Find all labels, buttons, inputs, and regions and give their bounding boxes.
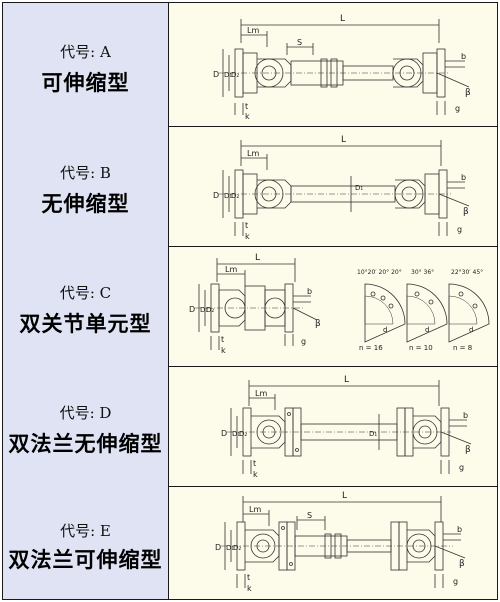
row-type-d: 代号: D 双法兰无伸缩型 L Lm D₁ — [3, 366, 497, 487]
type-code: 代号: A — [60, 43, 111, 61]
dim-Lm: Lm — [225, 265, 237, 274]
dim-D2: D₂ — [206, 306, 214, 314]
dim-b: b — [461, 52, 466, 61]
dim-D: D — [221, 429, 227, 438]
row-label-cell: 代号: A 可伸缩型 — [3, 3, 169, 126]
flange-detail-n8: 22°30′ 45° d n = 8 — [448, 269, 490, 352]
dim-S: S — [307, 511, 312, 520]
dim-k: k — [247, 584, 252, 593]
drawing-type-d: L Lm D₁ D D₁ D₂ t — [169, 366, 497, 486]
angle-beta: β — [315, 319, 321, 329]
dim-g: g — [301, 337, 306, 346]
angle-beta: β — [459, 559, 465, 569]
row-type-e: 代号: E 双法兰可伸缩型 L Lm S — [3, 486, 497, 599]
dim-b: b — [307, 287, 312, 296]
type-code: 代号: B — [60, 164, 111, 182]
dim-k: k — [245, 232, 250, 241]
flange-detail-n16: 10°20′ 20° 20° d n = 16 — [357, 269, 406, 352]
flange-count: n = 10 — [409, 344, 433, 352]
dim-g: g — [459, 463, 464, 472]
dim-Lm: Lm — [247, 26, 259, 35]
type-code: 代号: E — [60, 522, 111, 540]
row-type-a: 代号: A 可伸缩型 L Lm S — [3, 3, 497, 127]
row-type-c: 代号: C 双关节单元型 L Lm D D₁ D₂ — [3, 246, 497, 367]
dim-L: L — [255, 253, 260, 263]
dim-b: b — [463, 411, 468, 420]
type-code: 代号: D — [59, 404, 112, 422]
dim-t: t — [245, 102, 248, 111]
drawing-type-c: L Lm D D₁ D₂ t k b — [169, 246, 497, 366]
dim-D: D — [189, 305, 195, 314]
dim-Dcenter: D₁ — [369, 430, 377, 438]
flange-hole-d: d — [469, 326, 473, 334]
dim-Lm: Lm — [249, 505, 261, 514]
dim-b: b — [461, 173, 466, 182]
drawing-type-a: L Lm S — [169, 3, 497, 126]
row-label-cell: 代号: B 无伸缩型 — [3, 126, 169, 246]
row-label-cell: 代号: E 双法兰可伸缩型 — [3, 486, 169, 599]
row-label-cell: 代号: D 双法兰无伸缩型 — [3, 366, 169, 486]
angle-beta: β — [463, 207, 469, 217]
dim-g: g — [457, 225, 462, 234]
drawing-type-e: L Lm S D D₁ D₂ — [169, 486, 497, 599]
type-name: 双关节单元型 — [19, 312, 152, 336]
type-name: 双法兰无伸缩型 — [8, 432, 163, 456]
dim-D: D — [213, 191, 219, 200]
drawing-type-b: L Lm D₁ D D₁ D₂ t k — [169, 126, 497, 246]
dim-t: t — [253, 459, 256, 468]
flange-detail-n10: 30° 36° d n = 10 — [406, 269, 448, 352]
dim-D1: D₁ — [224, 192, 232, 200]
dim-L: L — [342, 491, 347, 501]
angle-beta: β — [465, 88, 471, 98]
dim-D1: D₁ — [200, 306, 208, 314]
dim-t: t — [245, 221, 248, 230]
type-name: 可伸缩型 — [41, 71, 130, 95]
dim-L: L — [341, 135, 346, 145]
dim-g: g — [453, 577, 458, 586]
flange-angles: 30° 36° — [411, 269, 434, 276]
dim-D2: D₂ — [233, 544, 241, 552]
dim-D2: D₂ — [231, 192, 239, 200]
dim-S: S — [297, 38, 302, 47]
dim-D2: D₂ — [239, 430, 247, 438]
flange-angles: 10°20′ 20° 20° — [357, 269, 402, 276]
type-name: 双法兰可伸缩型 — [8, 548, 163, 572]
row-label-cell: 代号: C 双关节单元型 — [3, 246, 169, 366]
dim-Dcenter: D₁ — [355, 184, 363, 192]
flange-angles: 22°30′ 45° — [451, 269, 483, 276]
angle-beta: β — [465, 445, 471, 455]
dim-k: k — [221, 346, 226, 355]
dim-Lm: Lm — [255, 389, 267, 398]
dim-g: g — [455, 104, 460, 113]
dim-D: D — [215, 543, 221, 552]
flange-count: n = 16 — [359, 344, 383, 352]
dim-t: t — [247, 573, 250, 582]
dim-k: k — [253, 470, 258, 479]
flange-count: n = 8 — [453, 344, 472, 352]
flange-hole-d: d — [425, 326, 429, 334]
dim-L: L — [340, 14, 345, 24]
dim-b: b — [457, 525, 462, 534]
dim-D1: D₁ — [232, 430, 240, 438]
dim-D2: D₂ — [231, 71, 239, 79]
dim-t: t — [221, 335, 224, 344]
row-type-b: 代号: B 无伸缩型 L Lm D₁ D — [3, 126, 497, 247]
dim-D1: D₁ — [226, 544, 234, 552]
dim-k: k — [245, 112, 250, 121]
type-code: 代号: C — [59, 284, 112, 302]
dim-L: L — [344, 375, 349, 385]
type-name: 无伸缩型 — [41, 192, 130, 216]
dim-D: D — [213, 70, 219, 79]
flange-hole-d: d — [383, 326, 387, 334]
dim-Lm: Lm — [247, 149, 259, 158]
dim-D1: D₁ — [224, 71, 232, 79]
